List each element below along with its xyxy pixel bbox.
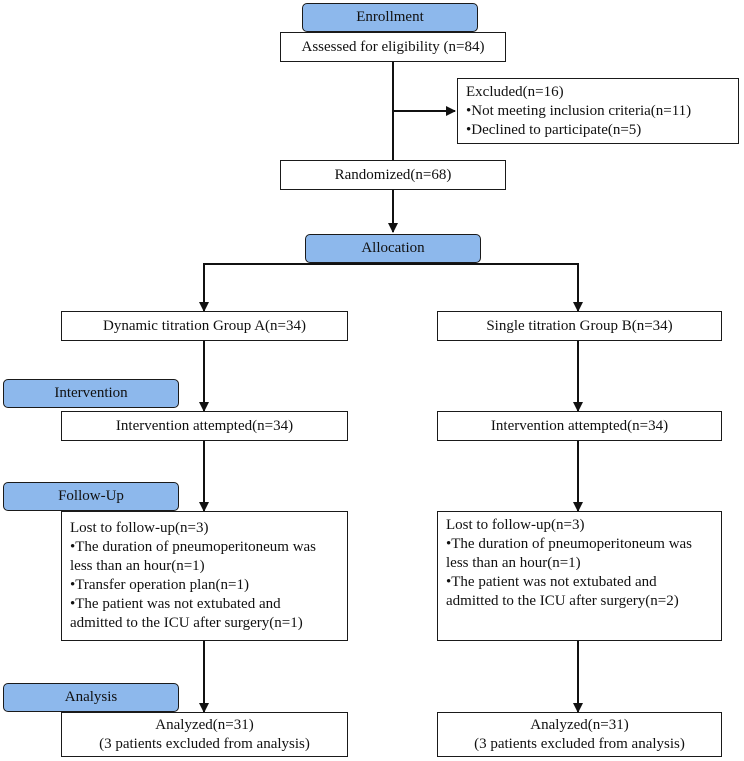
- groupA-lost-line: •The patient was not extubated and: [70, 596, 281, 612]
- groupB-analysis-box: Analyzed(n=31) (3 patients excluded from…: [437, 712, 722, 757]
- randomized-text: Randomized(n=68): [334, 166, 452, 183]
- stage-enrollment: Enrollment: [302, 3, 478, 32]
- groupA-analysis-box: Analyzed(n=31) (3 patients excluded from…: [61, 712, 348, 757]
- stage-analysis: Analysis: [3, 683, 179, 712]
- excluded-title: Excluded(n=16): [466, 83, 564, 100]
- groupB-lost-line: less than an hour(n=1): [446, 555, 581, 571]
- stage-allocation: Allocation: [305, 234, 481, 263]
- groupA-intervention-box: Intervention attempted(n=34): [61, 411, 348, 441]
- groupB-lost-line: Lost to follow-up(n=3): [446, 517, 585, 533]
- stage-allocation-label: Allocation: [361, 240, 425, 256]
- stage-enrollment-label: Enrollment: [356, 9, 424, 25]
- groupA-lost-line: •The duration of pneumoperitoneum was: [70, 539, 317, 555]
- groupA-lost-line: less than an hour(n=1): [70, 558, 205, 574]
- stage-followup-label: Follow-Up: [58, 488, 124, 504]
- groupB-lost-line: •The duration of pneumoperitoneum was: [446, 536, 693, 552]
- stage-analysis-label: Analysis: [64, 689, 118, 705]
- groupA-followup-box: Lost to follow-up(n=3) •The duration of …: [61, 511, 348, 641]
- groupA-analyzed: Analyzed(n=31): [155, 716, 254, 733]
- groupB-lost-line: admitted to the ICU after surgery(n=2): [446, 593, 679, 609]
- excluded-box: Excluded(n=16) •Not meeting inclusion cr…: [457, 78, 739, 144]
- groupA-label: Dynamic titration Group A(n=34): [102, 317, 306, 334]
- assessed-text: Assessed for eligibility (n=84): [301, 38, 485, 55]
- groupA-intervention-text: Intervention attempted(n=34): [115, 417, 294, 434]
- randomized-box: Randomized(n=68): [280, 160, 506, 190]
- groupA-lost-line: admitted to the ICU after surgery(n=1): [70, 615, 303, 631]
- groupA-analyzed-note: (3 patients excluded from analysis): [99, 735, 310, 752]
- stage-followup: Follow-Up: [3, 482, 179, 511]
- groupA-lost-line: •Transfer operation plan(n=1): [70, 577, 249, 593]
- stage-intervention: Intervention: [3, 379, 179, 408]
- connector-allocation-groupB: [203, 263, 583, 312]
- excluded-item: •Declined to participate(n=5): [466, 121, 642, 138]
- groupB-intervention-text: Intervention attempted(n=34): [490, 417, 669, 434]
- groupB-intervention-box: Intervention attempted(n=34): [437, 411, 722, 441]
- stage-intervention-label: Intervention: [54, 385, 128, 401]
- groupB-analyzed-note: (3 patients excluded from analysis): [474, 735, 685, 752]
- assessed-box: Assessed for eligibility (n=84): [280, 32, 506, 62]
- groupB-analyzed: Analyzed(n=31): [530, 716, 629, 733]
- groupA-box: Dynamic titration Group A(n=34): [61, 311, 348, 341]
- groupA-lost-line: Lost to follow-up(n=3): [70, 520, 209, 536]
- groupB-label: Single titration Group B(n=34): [486, 317, 673, 334]
- excluded-item: •Not meeting inclusion criteria(n=11): [466, 102, 692, 119]
- groupB-lost-line: •The patient was not extubated and: [446, 574, 657, 590]
- groupB-followup-box: Lost to follow-up(n=3) •The duration of …: [437, 511, 722, 641]
- groupB-box: Single titration Group B(n=34): [437, 311, 722, 341]
